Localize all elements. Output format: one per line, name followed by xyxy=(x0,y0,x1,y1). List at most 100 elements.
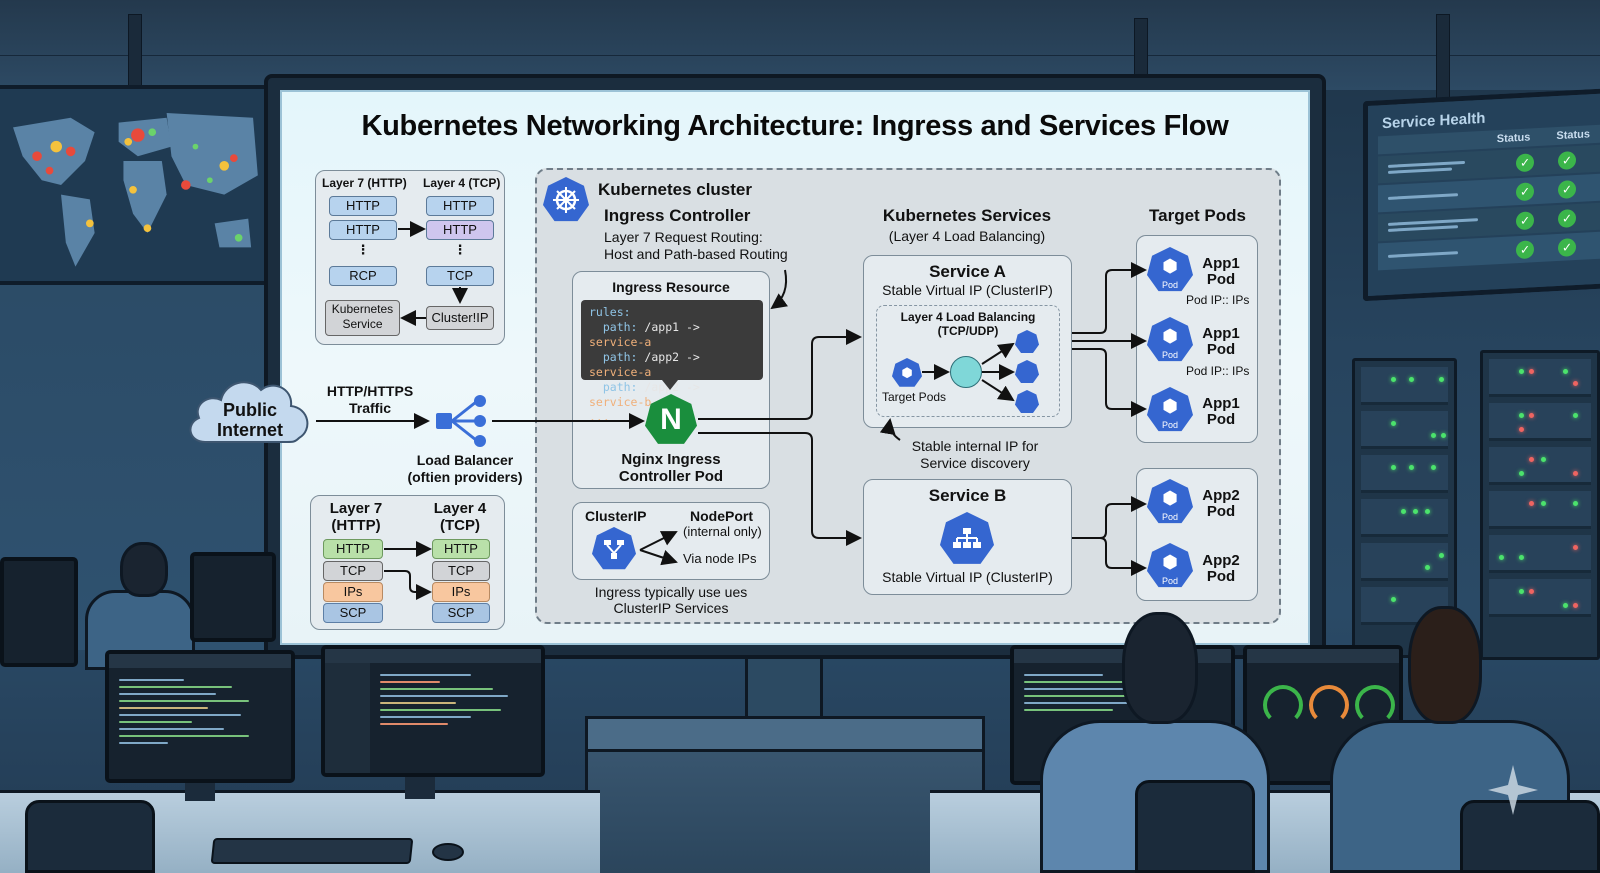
monitor-stand xyxy=(405,777,435,799)
public-internet-label: Public Internet xyxy=(195,400,305,440)
cloud-line1: Public xyxy=(222,400,277,420)
code-target: service-a xyxy=(589,335,652,349)
world-heatmap xyxy=(13,113,258,267)
app2-pod-name: App2 Pod xyxy=(1196,553,1246,585)
code-key: path: xyxy=(602,350,638,364)
code-path: /app2 -> xyxy=(644,350,700,364)
layer4-header-bottom: Layer 4 (TCP) xyxy=(426,500,494,534)
load-balancer-icon xyxy=(436,395,486,447)
layer7-http: HTTP xyxy=(329,196,397,216)
subtitle-line: Layer 7 Request Routing: xyxy=(604,229,763,245)
layer4-tcp: TCP xyxy=(426,266,494,286)
code-key: path: xyxy=(602,380,638,394)
app1-pod-name: App1 Pod xyxy=(1196,396,1246,428)
pod-line: Nginx Ingress xyxy=(621,451,721,468)
mouse xyxy=(432,843,464,861)
gauge-icon xyxy=(1309,685,1349,725)
header-line: (TCP) xyxy=(440,517,480,534)
lb-title-line: (TCP/UDP) xyxy=(937,324,999,338)
layer7-header-bottom: Layer 7 (HTTP) xyxy=(322,500,390,534)
service-health-panel: Service Health Status Status ✓✓ ✓✓ ✓✓ ✓✓ xyxy=(1363,88,1600,302)
pod-name-line: App1 xyxy=(1202,325,1240,342)
service-b-title: Service B xyxy=(928,486,1007,505)
cloud-line2: Internet xyxy=(216,420,283,440)
pod-badge: Pod xyxy=(1161,350,1178,360)
code-target: service-a xyxy=(589,365,652,379)
check-icon: ✓ xyxy=(1516,181,1534,201)
note-line: Ingress typically use ues xyxy=(594,584,748,600)
status-column-header: Status xyxy=(1496,131,1531,146)
header-line: (HTTP) xyxy=(331,517,381,534)
service-a-title: Service A xyxy=(929,262,1006,281)
pod-name-line: Pod xyxy=(1206,568,1236,585)
mount-pole xyxy=(128,14,142,89)
service-a-subtitle: Stable Virtual IP (ClusterIP) xyxy=(882,282,1053,298)
mount-pole xyxy=(1436,14,1450,104)
code-editor-monitor xyxy=(321,645,545,777)
check-icon: ✓ xyxy=(1558,150,1576,170)
operator-head xyxy=(120,542,168,597)
pod-name-line: Pod xyxy=(1206,411,1236,428)
lb-title-line: Layer 4 Load Balancing xyxy=(900,310,1036,324)
subtitle-line: Host and Path-based Routing xyxy=(604,246,788,262)
pod-icon xyxy=(1015,330,1039,354)
layer4-http: HTTP xyxy=(432,539,490,559)
layer7-ips: IPs xyxy=(323,582,383,602)
app1-pod-name: App1 Pod xyxy=(1196,326,1246,358)
ingress-controller-subtitle: Layer 7 Request Routing: Host and Path-b… xyxy=(604,229,788,263)
pod-name-line: Pod xyxy=(1206,503,1236,520)
layer7-rcp: RCP xyxy=(329,266,397,286)
check-icon: ✓ xyxy=(1558,179,1576,199)
layer7-http: HTTP xyxy=(329,220,397,240)
ellipsis: ⋮ xyxy=(453,242,467,257)
pod-icon xyxy=(1015,390,1039,414)
load-balancer-hub-icon xyxy=(950,356,982,388)
server-rack xyxy=(1352,358,1457,658)
lb-line2: (oftien providers) xyxy=(407,469,523,485)
nginx-pod-label: Nginx Ingress Controller Pod xyxy=(572,451,770,485)
target-pods-title: Target Pods xyxy=(1149,206,1246,225)
pod-ip-label: Pod IP:: IPs xyxy=(1186,293,1250,307)
pod-badge: Pod xyxy=(1161,280,1178,290)
dashboard-monitor xyxy=(1243,645,1403,785)
service-discovery-note: Stable internal IP for Service discovery xyxy=(875,438,1075,472)
app1-pod-name: App1 Pod xyxy=(1196,256,1246,288)
pod-name-line: App2 xyxy=(1202,487,1240,504)
pod-badge: Pod xyxy=(1161,512,1178,522)
layer4-scp: SCP xyxy=(432,603,490,623)
note-line: Stable internal IP for xyxy=(911,438,1039,454)
layer4-header: Layer 4 (TCP) xyxy=(423,176,501,190)
monitor-stand xyxy=(745,659,823,717)
console-desk-top xyxy=(585,716,985,752)
layer7-header: Layer 7 (HTTP) xyxy=(322,176,407,190)
pod-name-line: App1 xyxy=(1202,395,1240,412)
kubernetes-services-title: Kubernetes Services xyxy=(882,206,1052,225)
traffic-line1: HTTP/HTTPS xyxy=(326,383,414,399)
pod-line: Controller Pod xyxy=(618,468,724,485)
check-icon: ✓ xyxy=(1516,239,1534,259)
operator-head xyxy=(1122,612,1198,724)
check-icon: ✓ xyxy=(1516,210,1534,230)
layer7-tcp: TCP xyxy=(323,561,383,581)
pod-name-line: App2 xyxy=(1202,552,1240,569)
check-icon: ✓ xyxy=(1516,152,1534,172)
traffic-line2: Traffic xyxy=(348,400,391,416)
internal-only-label: (internal only) xyxy=(683,524,762,539)
code-monitor xyxy=(105,650,295,783)
header-line: Layer 7 xyxy=(329,500,383,517)
ingress-clusterip-note: Ingress typically use ues ClusterIP Serv… xyxy=(572,584,770,616)
ingress-controller-title: Ingress Controller xyxy=(604,206,751,225)
pod-badge: Pod xyxy=(1161,576,1178,586)
ceiling-tile-line xyxy=(0,55,1600,56)
cloud-icon xyxy=(189,381,309,443)
server-rack xyxy=(1480,350,1600,660)
load-balancer-label: Load Balancer (oftien providers) xyxy=(400,452,530,486)
pod-badge: Pod xyxy=(1161,420,1178,430)
l4-lb-inner-box xyxy=(876,305,1060,417)
office-chair xyxy=(25,800,155,873)
gauge-icon xyxy=(1263,685,1303,725)
ingress-rules-code: rules: path: /app1 -> service-a path: /a… xyxy=(581,300,763,424)
pod-ip-label: Pod IP:: IPs xyxy=(1186,364,1250,378)
via-node-ips-label: Via node IPs xyxy=(683,551,757,566)
ellipsis: ⋮ xyxy=(356,242,370,257)
